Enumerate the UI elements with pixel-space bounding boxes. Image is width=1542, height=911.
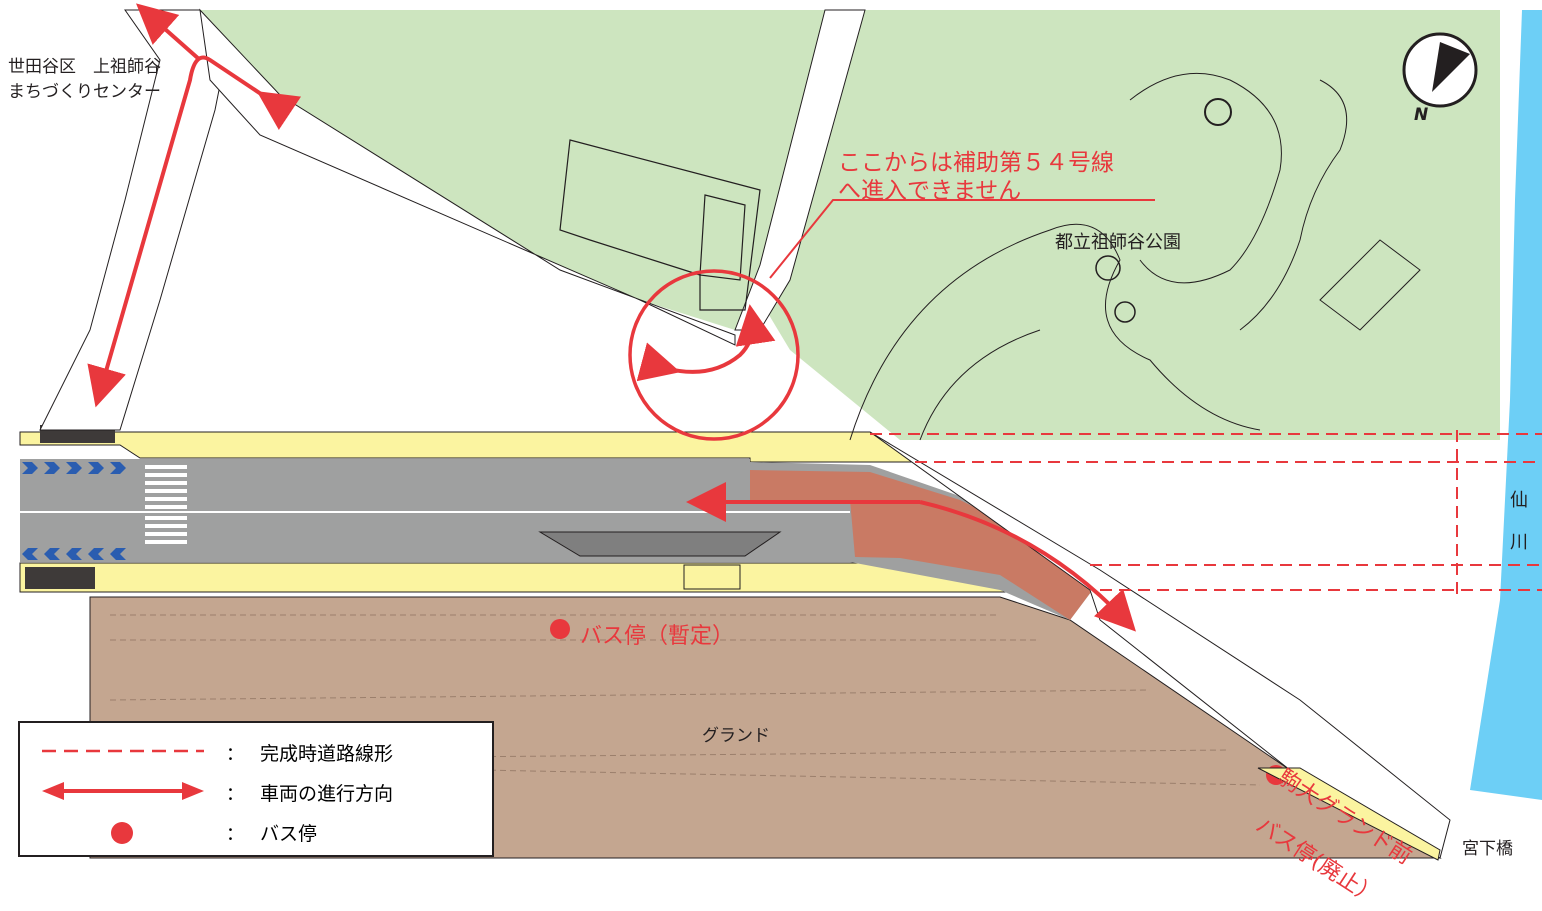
hatched-box xyxy=(683,564,741,590)
river xyxy=(1470,10,1542,800)
legend-text-direction: 車両の進行方向 xyxy=(260,783,394,805)
legend-colon: ： xyxy=(226,824,244,845)
park-strip xyxy=(200,10,825,330)
legend-row-busstop: ： バス停 xyxy=(20,811,492,851)
park-feature-pond xyxy=(1114,301,1136,323)
no-entry-circle xyxy=(628,269,800,441)
red-dot-icon xyxy=(111,822,133,844)
blue-chevrons-bottom xyxy=(22,548,126,560)
median-island xyxy=(538,531,782,557)
north-label: N xyxy=(1414,105,1429,125)
river-label-2: 川 xyxy=(1510,532,1528,553)
crosswalk-west xyxy=(145,465,187,544)
double-arrow-icon xyxy=(42,782,204,800)
bus-stop-temp-label: バス停（暫定） xyxy=(580,624,735,649)
notice-leader xyxy=(769,199,1155,279)
arrow-turn xyxy=(636,304,776,382)
ground-lines xyxy=(109,614,1261,786)
center-label-line2: まちづくりセンター xyxy=(8,82,161,102)
new-road xyxy=(750,470,1100,620)
sidewalk-north xyxy=(19,431,917,463)
park-feature-ring xyxy=(1204,98,1232,126)
north-arrow xyxy=(1402,32,1478,108)
park-feature-fountain xyxy=(1095,255,1121,281)
park-paths xyxy=(849,72,1421,441)
bus-stop-temp-dot xyxy=(550,619,570,639)
river-label-1: 仙 xyxy=(1510,490,1528,511)
notice-line2: へ進入できません xyxy=(838,178,1022,204)
legend-row-direction: ： 車両の進行方向 xyxy=(20,771,492,811)
dashed-line-icon xyxy=(42,749,204,753)
crosswalk-south xyxy=(25,567,95,589)
park-area xyxy=(200,10,1500,440)
blue-chevrons-top xyxy=(22,462,126,474)
bus-stop-old-pad xyxy=(1257,767,1441,861)
legend-text-alignment: 完成時道路線形 xyxy=(260,743,394,765)
park-label: 都立祖師谷公園 xyxy=(1055,232,1181,253)
legend: ： 完成時道路線形 ： 車両の進行方向 ： バス停 xyxy=(18,721,494,857)
legend-text-busstop: バス停 xyxy=(260,823,318,845)
bridge-label: 宮下橋 xyxy=(1462,839,1513,859)
arrow-west-north xyxy=(136,3,202,62)
legend-colon: ： xyxy=(226,784,244,805)
legend-colon: ： xyxy=(226,744,244,765)
building-outlines xyxy=(559,139,761,311)
arrow-main-east xyxy=(919,500,1136,632)
legend-row-alignment: ： 完成時道路線形 xyxy=(20,731,492,771)
notice-line1: ここからは補助第５４号線 xyxy=(838,150,1114,176)
center-label-line1: 世田谷区 上祖師谷 xyxy=(8,57,161,77)
ground-label: グランド xyxy=(702,726,770,746)
travel-direction-arrows xyxy=(87,3,1136,632)
future-road-alignment xyxy=(870,430,1542,595)
